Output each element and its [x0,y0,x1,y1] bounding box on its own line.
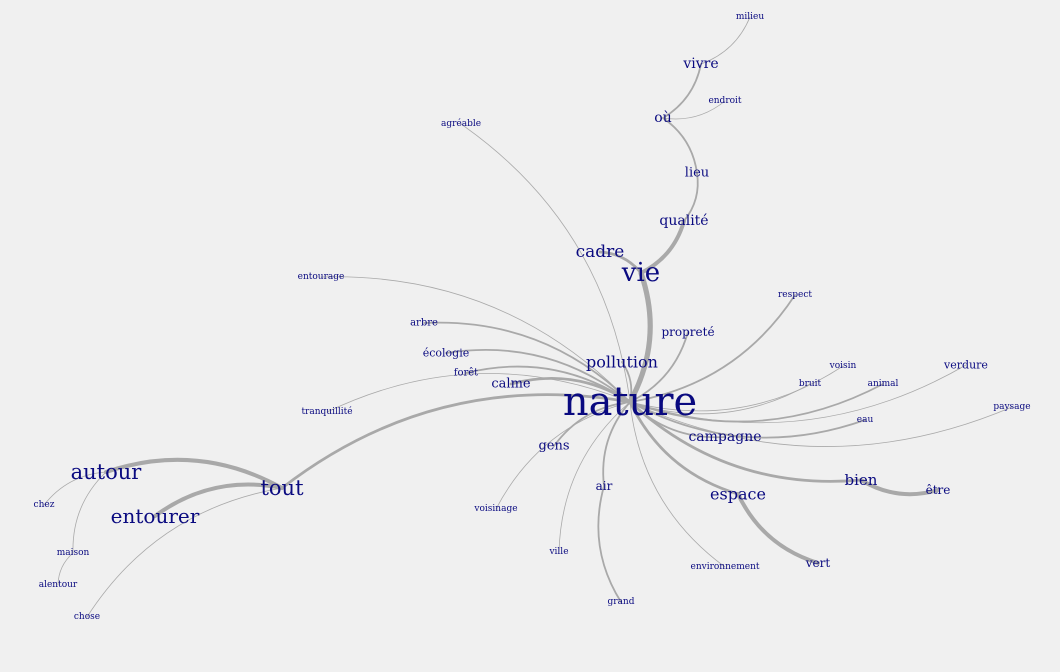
node-label-environnement: environnement [691,562,760,572]
node-label-pollution: pollution [586,353,658,372]
edge-nature-arbre [423,321,631,403]
node-label-ou: où [654,110,671,126]
node-label-vivre: vivre [682,56,718,72]
node-label-tout: tout [260,476,304,500]
node-label-ville: ville [548,547,568,557]
node-label-voisinage: voisinage [473,504,517,514]
node-label-chez: chez [34,500,55,510]
node-label-etre: être [926,483,951,497]
node-label-qualite: qualité [659,213,708,229]
edge-autour-chez [43,471,107,506]
edge-nature-proprete [629,331,689,403]
node-label-eau: eau [857,415,874,425]
node-label-arbre: arbre [410,318,438,329]
edge-nature-bien [628,400,863,483]
node-label-espace: espace [710,485,766,504]
edge-nature-ecologie [445,348,631,403]
node-label-air: air [596,479,613,493]
edge-nature-voisin [629,365,844,412]
node-label-agreable: agréable [441,118,481,129]
node-label-grand: grand [608,597,635,607]
node-label-entourer: entourer [111,504,200,528]
edge-nature-calme [509,376,632,404]
edge-nature-eau [629,401,866,439]
edge-nature-environnement [629,401,726,568]
node-label-verdure: verdure [943,359,988,372]
edge-nature-verdure [629,364,967,424]
node-label-alentour: alentour [39,580,78,590]
node-label-campagne: campagne [688,429,761,445]
edge-vie-cadre [598,250,643,275]
edge-nature-air [602,401,631,487]
edge-ou-endroit [662,100,726,120]
node-label-vie: vie [621,258,660,288]
node-label-vert: vert [805,556,831,570]
edge-nature-entourage [320,276,631,403]
edge-nature-tout [280,393,632,490]
node-label-bruit: bruit [799,379,822,389]
edges-layer [43,16,1013,618]
node-label-endroit: endroit [708,96,741,106]
edge-vie-qualite [639,219,686,275]
node-label-bien: bien [845,471,878,489]
edge-bien-etre [859,478,940,497]
edge-nature-ville [558,401,631,553]
node-label-animal: animal [868,379,899,389]
node-label-respect: respect [778,290,812,300]
edge-nature-gens [553,401,631,447]
edge-nature-vie [627,270,653,405]
edge-nature-bruit [629,383,811,415]
edge-nature-agreable [460,123,631,403]
edge-lieu-ou [662,117,698,174]
edge-vivre-milieu [700,16,751,65]
node-label-maison: maison [57,548,90,558]
node-label-cadre: cadre [576,242,625,262]
node-label-lieu: lieu [685,166,709,181]
node-label-voisin: voisin [829,361,857,371]
edge-nature-pollution [621,361,633,403]
edge-nature-espace [628,400,740,496]
edge-nature-voisinage [495,401,631,510]
edge-nature-animal [629,383,884,423]
node-label-tranquillite: tranquillité [301,406,352,417]
node-label-milieu: milieu [736,12,764,22]
edge-tout-autour [104,457,284,490]
edge-nature-paysage [629,401,1013,447]
edge-maison-alentour [57,552,74,586]
node-label-gens: gens [538,439,569,454]
node-label-entourage: entourage [298,272,345,282]
edge-qualite-lieu [683,172,699,222]
edge-air-grand [597,485,622,603]
node-label-calme: calme [491,377,531,392]
edge-nature-respect [629,294,796,403]
node-label-autour: autour [71,460,143,484]
node-label-paysage: paysage [993,402,1030,412]
node-label-chose: chose [74,612,100,622]
edge-ou-vivre [662,63,702,119]
node-label-foret: forêt [454,368,478,379]
edge-tout-entourer [153,482,284,518]
edge-nature-tranquillite [326,373,631,413]
node-label-nature: nature [563,379,697,425]
edge-autour-maison [72,471,107,554]
node-label-proprete: propreté [661,325,714,339]
node-label-ecologie: écologie [423,347,470,360]
edge-tout-chose [86,487,283,618]
edge-espace-vert [736,492,820,565]
